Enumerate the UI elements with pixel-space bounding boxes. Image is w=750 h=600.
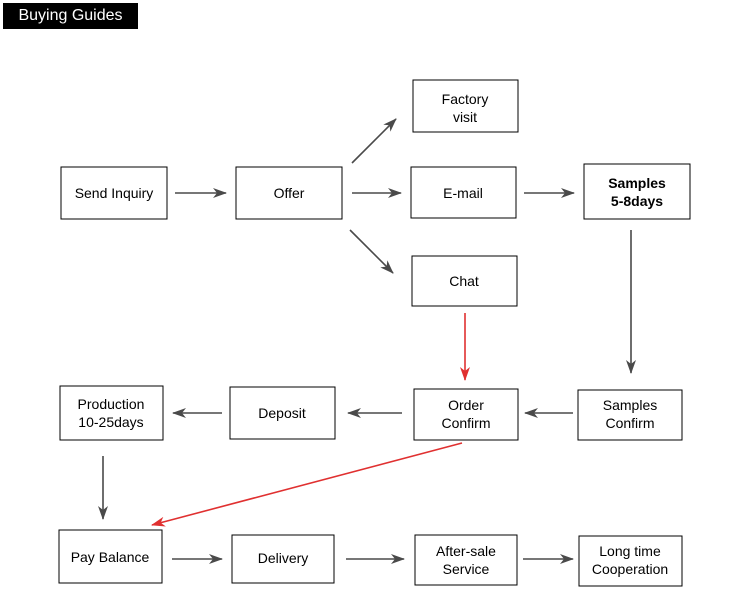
node-label: Service — [443, 561, 490, 577]
node-after-sale-service: After-sale Service — [414, 534, 518, 586]
node-label: 5-8days — [611, 193, 663, 209]
node-order-confirm: Order Confirm — [413, 388, 519, 441]
node-label: After-sale — [436, 543, 496, 559]
node-label: Cooperation — [592, 561, 668, 577]
node-factory-visit: Factory visit — [412, 79, 519, 133]
node-deposit: Deposit — [229, 386, 336, 440]
node-samples-confirm: Samples Confirm — [577, 389, 683, 441]
node-label: Deposit — [258, 405, 306, 421]
node-label: Confirm — [441, 415, 490, 431]
node-label: E-mail — [443, 185, 483, 201]
node-label: Delivery — [258, 550, 309, 566]
arrows — [98, 118, 636, 564]
node-label: Chat — [449, 273, 479, 289]
node-label: Pay Balance — [71, 549, 150, 565]
arrow-offer-to-factory-visit — [351, 118, 397, 164]
node-long-time-cooperation: Long time Cooperation — [578, 535, 683, 587]
node-label: Production — [78, 396, 145, 412]
node-offer: Offer — [235, 166, 343, 220]
node-production: Production 10-25days — [59, 385, 164, 441]
node-label: Confirm — [605, 415, 654, 431]
node-label: Samples — [603, 397, 657, 413]
node-send-inquiry: Send Inquiry — [60, 166, 168, 220]
node-label: visit — [453, 109, 477, 125]
buying-guides-title: Buying Guides — [3, 3, 138, 29]
node-label: 10-25days — [78, 414, 143, 430]
node-pay-balance: Pay Balance — [58, 529, 163, 584]
node-label: Send Inquiry — [75, 185, 154, 201]
node-label: Offer — [274, 185, 305, 201]
arrow-order-confirm-to-pay-balance — [151, 442, 463, 527]
arrow-offer-to-chat — [349, 229, 394, 274]
node-chat: Chat — [411, 255, 518, 307]
node-label: Samples — [608, 175, 666, 191]
node-label: Factory — [442, 91, 489, 107]
node-samples: Samples 5-8days — [583, 163, 691, 220]
node-label: Order — [448, 397, 484, 413]
node-delivery: Delivery — [231, 534, 335, 584]
node-label: Long time — [599, 543, 661, 559]
node-email: E-mail — [410, 166, 517, 219]
